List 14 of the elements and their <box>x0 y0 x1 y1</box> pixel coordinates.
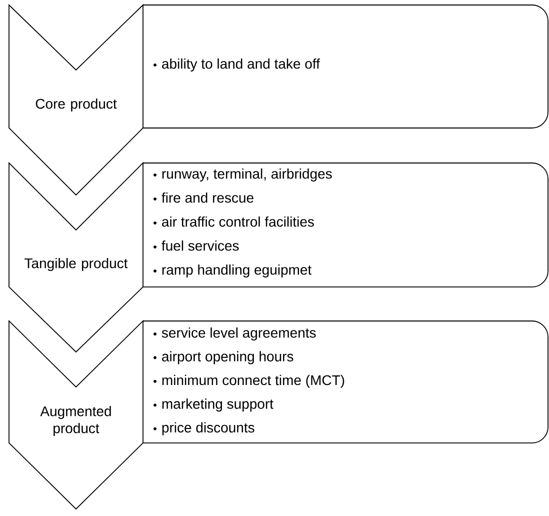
node-label: fuel services <box>162 240 239 251</box>
node-label: fire and rescue <box>162 192 254 203</box>
node-label: marketing support <box>162 398 274 412</box>
node-label: minimum connect time (MCT) <box>162 374 344 388</box>
node-label: air traffic control facilities <box>162 216 314 227</box>
node-label: runway, terminal, airbridges <box>162 168 332 182</box>
node-label: price discounts <box>162 422 254 436</box>
node-label: airport opening hours <box>162 351 294 364</box>
node-label: service level agreements <box>162 327 316 341</box>
node-label: ability to land and take off <box>162 58 320 72</box>
list-box: ability to land and take off <box>142 4 548 128</box>
list-box: runway, terminal, airbridges fire and rescue air traffic control facilities fuel services ramp handling eguipmet <box>142 162 548 288</box>
node-label: ramp handling eguipmet <box>162 264 312 278</box>
list-box: service level agreements airport opening hours minimum connect time (MCT) marketing support price discounts <box>142 320 548 444</box>
